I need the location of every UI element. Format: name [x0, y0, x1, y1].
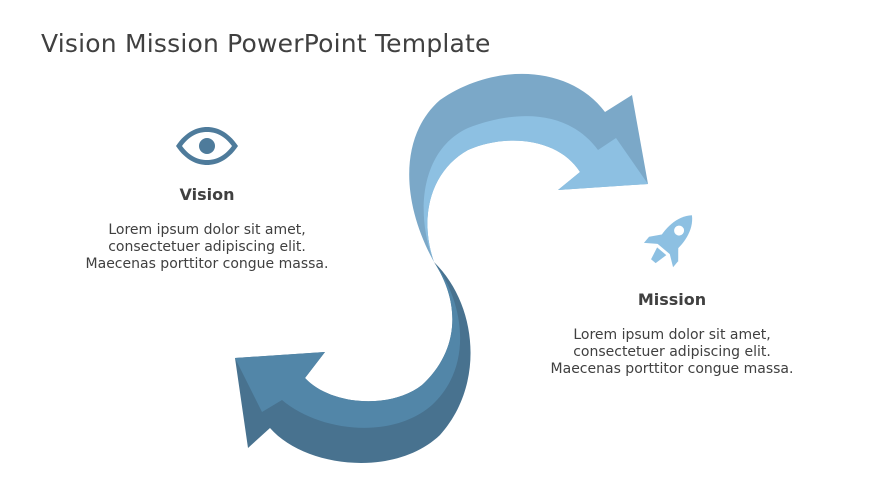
top-arrow-outer [409, 73, 648, 262]
bottom-arrow-inner [235, 262, 461, 428]
vision-heading: Vision [179, 185, 235, 204]
top-arrow-inner [423, 116, 648, 263]
mission-description: Lorem ipsum dolor sit amet, consectetuer… [527, 327, 817, 378]
eye-icon-pupil [199, 138, 215, 154]
rocket-icon-window [674, 225, 685, 236]
vision-line-3: Maecenas porttitor congue massa. [85, 256, 329, 272]
mission-heading: Mission [637, 290, 707, 309]
vision-description: Lorem ipsum dolor sit amet, consectetuer… [62, 222, 352, 273]
rocket-icon-body [656, 215, 693, 255]
eye-icon [176, 127, 238, 165]
eye-icon-outline [176, 127, 238, 165]
mission-line-2: consectetuer adipiscing elit. [573, 344, 771, 360]
mission-line-1: Lorem ipsum dolor sit amet, [573, 327, 771, 343]
vision-line-2: consectetuer adipiscing elit. [108, 239, 306, 255]
rocket-icon-fin-left [643, 233, 665, 244]
rocket-icon-fin-right [669, 245, 679, 268]
mission-line-3: Maecenas porttitor congue massa. [550, 361, 794, 377]
mission-block: Mission Lorem ipsum dolor sit amet, cons… [527, 206, 817, 378]
rocket-icon [643, 215, 693, 268]
rocket-icon-flame [651, 247, 667, 264]
vision-block: Vision Lorem ipsum dolor sit amet, conse… [62, 125, 352, 273]
slide-title: Vision Mission PowerPoint Template [41, 29, 491, 58]
vision-line-1: Lorem ipsum dolor sit amet, [108, 222, 306, 238]
